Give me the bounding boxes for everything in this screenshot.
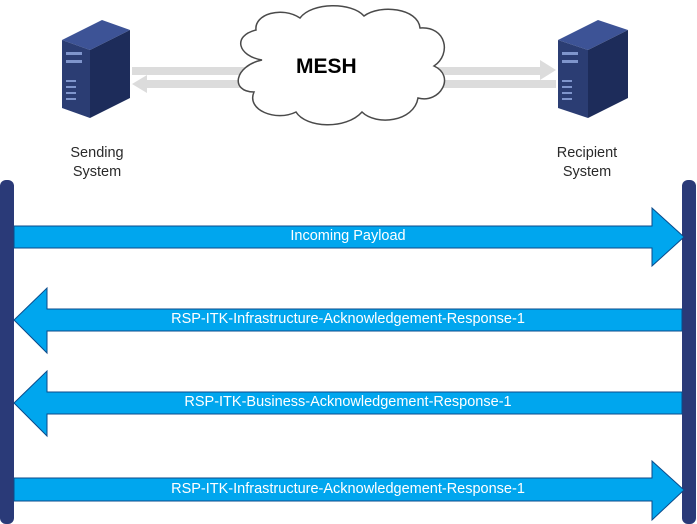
message-arrow-2 [13, 286, 683, 355]
recipient-label: Recipient System [537, 144, 637, 182]
sender-label: Sending System [47, 144, 147, 182]
link-arrow-to-recipient [420, 60, 556, 80]
server-tower-icon [558, 20, 628, 118]
message-arrow-1 [13, 206, 685, 268]
cloud-icon [237, 5, 446, 126]
link-arrow-to-mesh [132, 67, 265, 75]
link-arrow-from-recipient [420, 80, 556, 88]
message-label-3: RSP-ITK-Business-Acknowledgement-Respons… [184, 394, 512, 410]
recipient-label-line-1: Recipient [556, 145, 618, 161]
mesh-label: MESH [296, 55, 357, 78]
mesh-link-arrows [132, 60, 556, 93]
server-tower-icon [62, 20, 130, 118]
message-arrow-4 [13, 459, 685, 522]
sender-label-line-1: Sending [70, 145, 124, 161]
recipient-lifeline [682, 180, 696, 524]
message-label-4: RSP-ITK-Infrastructure-Acknowledgement-R… [171, 481, 525, 497]
sender-label-line-2: System [72, 164, 122, 180]
recipient-label-line-2: System [562, 164, 612, 180]
message-label-1: Incoming Payload [290, 228, 406, 244]
sender-lifeline [0, 180, 14, 524]
message-arrow-3 [13, 369, 683, 438]
message-label-2: RSP-ITK-Infrastructure-Acknowledgement-R… [171, 311, 525, 327]
link-arrow-from-mesh [132, 75, 265, 93]
message-arrows [13, 206, 685, 522]
